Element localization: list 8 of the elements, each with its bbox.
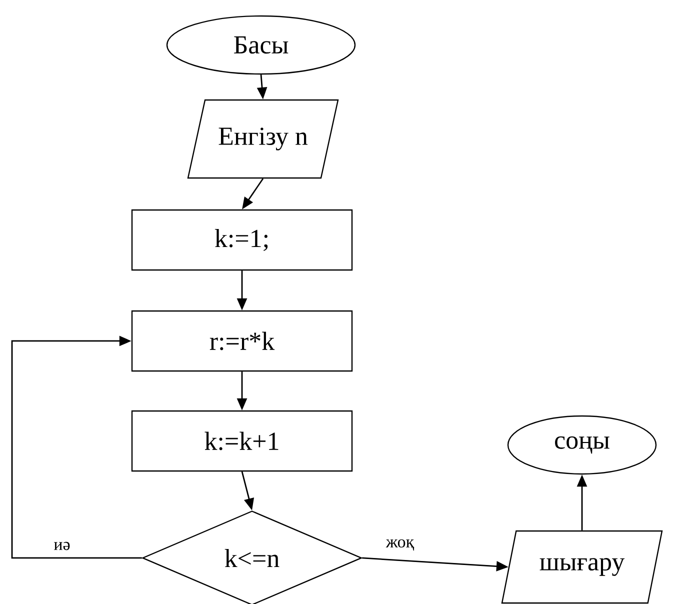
process-box: k:=k+1 [131, 410, 353, 472]
input-parallelogram: Енгізу n [187, 99, 339, 179]
edge-label: иә [52, 540, 72, 552]
output-parallelogram: шығару [501, 530, 663, 604]
process-box: k:=1; [131, 209, 353, 271]
process-box: r:=r*k [131, 310, 353, 372]
arrow [11, 336, 142, 559]
edge-label: жоқ [384, 538, 416, 552]
